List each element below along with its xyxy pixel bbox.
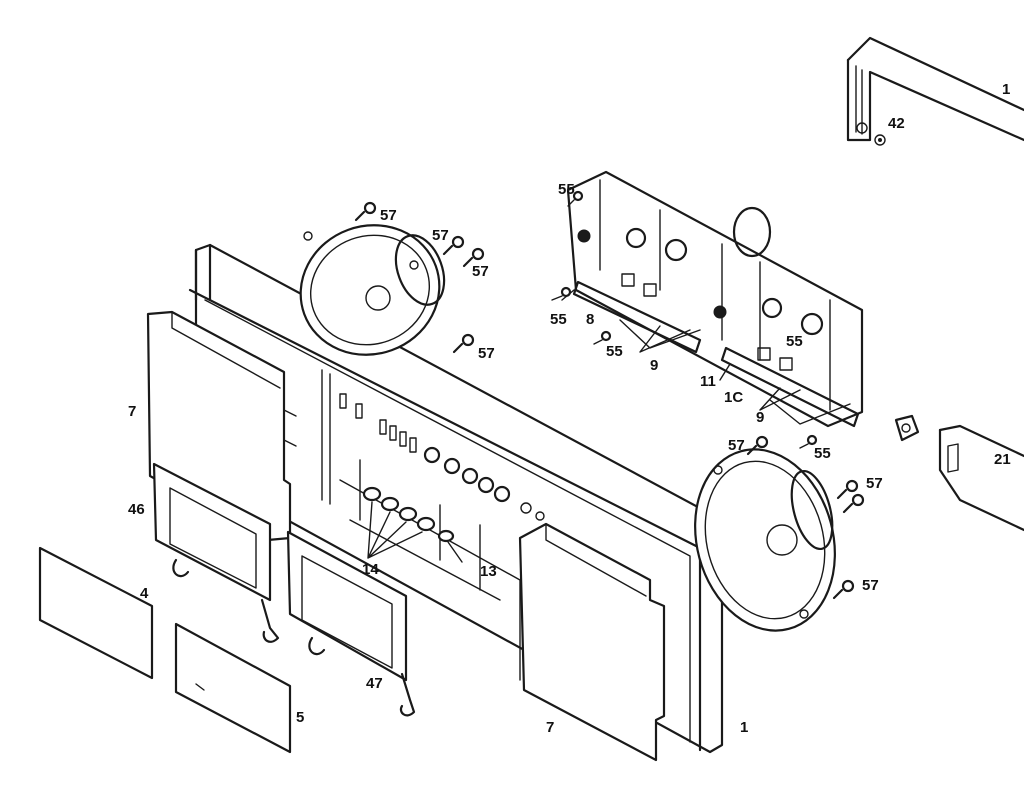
screw-57-g <box>832 579 855 600</box>
callout-42: 42 <box>888 115 905 132</box>
screw-57-e <box>746 435 769 456</box>
callout-57-d: 57 <box>478 345 495 362</box>
screw-57-b <box>442 235 465 256</box>
callout-9-a: 9 <box>650 357 658 374</box>
screw-55-c <box>551 286 572 301</box>
washer-42 <box>874 134 886 146</box>
callout-57-c: 57 <box>472 263 489 280</box>
speaker-right <box>694 448 836 632</box>
callout-55-e: 55 <box>814 445 831 462</box>
screw-57-c <box>462 247 485 268</box>
callout-57-b: 57 <box>432 227 449 244</box>
callout-8: 8 <box>586 311 594 328</box>
cabinet-corner <box>846 36 1024 142</box>
connector-21 <box>894 414 1024 532</box>
callout-4: 4 <box>140 585 149 602</box>
callout-57-a: 57 <box>380 207 397 224</box>
callout-55-b: 55 <box>786 333 803 350</box>
cassette-door-right <box>518 522 666 762</box>
callout-57-g: 57 <box>862 577 879 594</box>
window-plate-4 <box>38 546 154 680</box>
callout-7-bottom: 7 <box>546 719 554 736</box>
callout-1-bottom: 1 <box>740 719 748 736</box>
screw-57-d <box>452 333 475 354</box>
callout-55-a: 55 <box>558 181 575 198</box>
knobs-14 <box>362 486 436 559</box>
screw-55-d <box>593 330 612 345</box>
callout-57-e: 57 <box>728 437 745 454</box>
callout-47: 47 <box>366 675 383 692</box>
callout-57-f: 57 <box>866 475 883 492</box>
callout-21: 21 <box>994 451 1011 468</box>
screw-57-a <box>354 201 377 222</box>
speaker-left <box>299 224 446 356</box>
callout-13: 13 <box>480 563 497 580</box>
callout-46: 46 <box>128 501 145 518</box>
callout-9-b: 9 <box>756 409 764 426</box>
screw-55-a <box>567 190 584 207</box>
window-plate-5 <box>174 622 292 754</box>
callout-7-left: 7 <box>128 403 136 420</box>
cassette-holder-47 <box>286 530 416 717</box>
screw-55-e <box>799 434 818 449</box>
callout-11: 11 <box>700 373 716 390</box>
screw-57-f <box>836 479 865 514</box>
callout-1c: 1C <box>724 389 743 406</box>
cassette-holder-46 <box>152 462 280 643</box>
leader-lines <box>561 289 801 411</box>
callout-55-d: 55 <box>606 343 623 360</box>
knob-13 <box>437 529 463 563</box>
bracket-11 <box>720 346 860 428</box>
callout-labels: 1 42 55 57 57 57 57 55 8 55 9 55 11 1C 9… <box>128 81 1011 736</box>
callout-1-top: 1 <box>1002 81 1010 98</box>
callout-55-c: 55 <box>550 311 567 328</box>
callout-5: 5 <box>296 709 304 726</box>
callout-14: 14 <box>362 561 379 578</box>
